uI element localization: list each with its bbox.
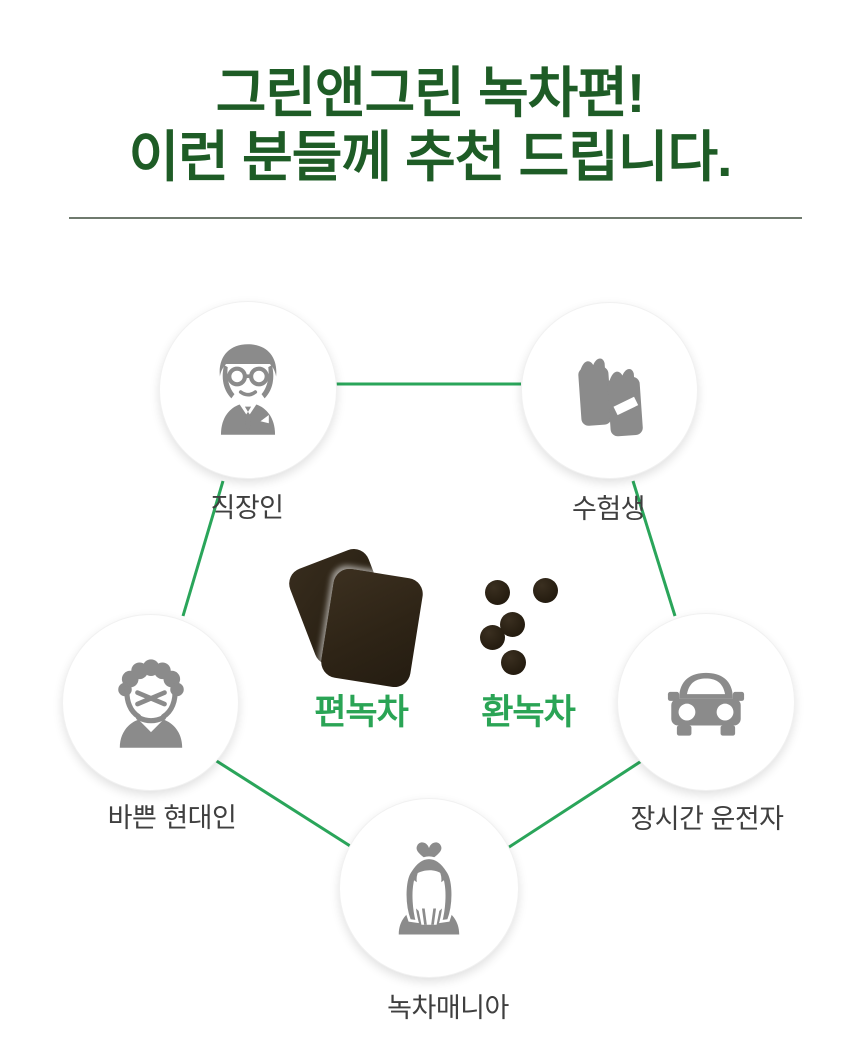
tea-pill — [501, 650, 526, 675]
connector-left-upper — [181, 480, 225, 617]
product-label-pill-green-tea: 환녹차 — [481, 693, 576, 732]
title-divider — [69, 217, 802, 219]
node-green-tea-mania — [339, 798, 519, 978]
node-exam-student — [521, 302, 698, 479]
node-label-long-time-driver: 장시간 운전자 — [630, 804, 784, 834]
car-icon — [650, 646, 762, 758]
stressed-person-icon — [99, 651, 203, 755]
title-line-1: 그린앤그린 녹차편! — [215, 62, 645, 124]
page-title: 그린앤그린 녹차편! 이런 분들께 추천 드립니다. — [0, 62, 860, 190]
tea-pill — [485, 580, 510, 605]
node-label-exam-student: 수험생 — [571, 494, 646, 524]
woman-heart-icon — [375, 834, 483, 942]
connector-left-lower — [214, 758, 359, 853]
node-label-office-worker: 직장인 — [210, 493, 284, 523]
books-icon — [558, 339, 662, 443]
tea-pill — [533, 578, 558, 603]
connector-right-lower — [502, 758, 644, 853]
businessman-icon — [196, 338, 300, 442]
node-label-busy-modern-person: 바쁜 현대인 — [107, 803, 237, 833]
product-label-flat-green-tea: 편녹차 — [314, 693, 409, 732]
node-busy-modern-person — [62, 614, 239, 791]
title-line-2: 이런 분들께 추천 드립니다. — [128, 125, 733, 188]
pill-green-tea-cluster — [480, 578, 572, 678]
node-label-green-tea-mania: 녹차매니아 — [387, 993, 509, 1023]
tea-pill — [480, 625, 505, 650]
connector-right-upper — [631, 480, 677, 617]
flat-green-tea-square-front — [318, 566, 426, 690]
node-long-time-driver — [617, 613, 795, 791]
node-office-worker — [159, 301, 337, 479]
